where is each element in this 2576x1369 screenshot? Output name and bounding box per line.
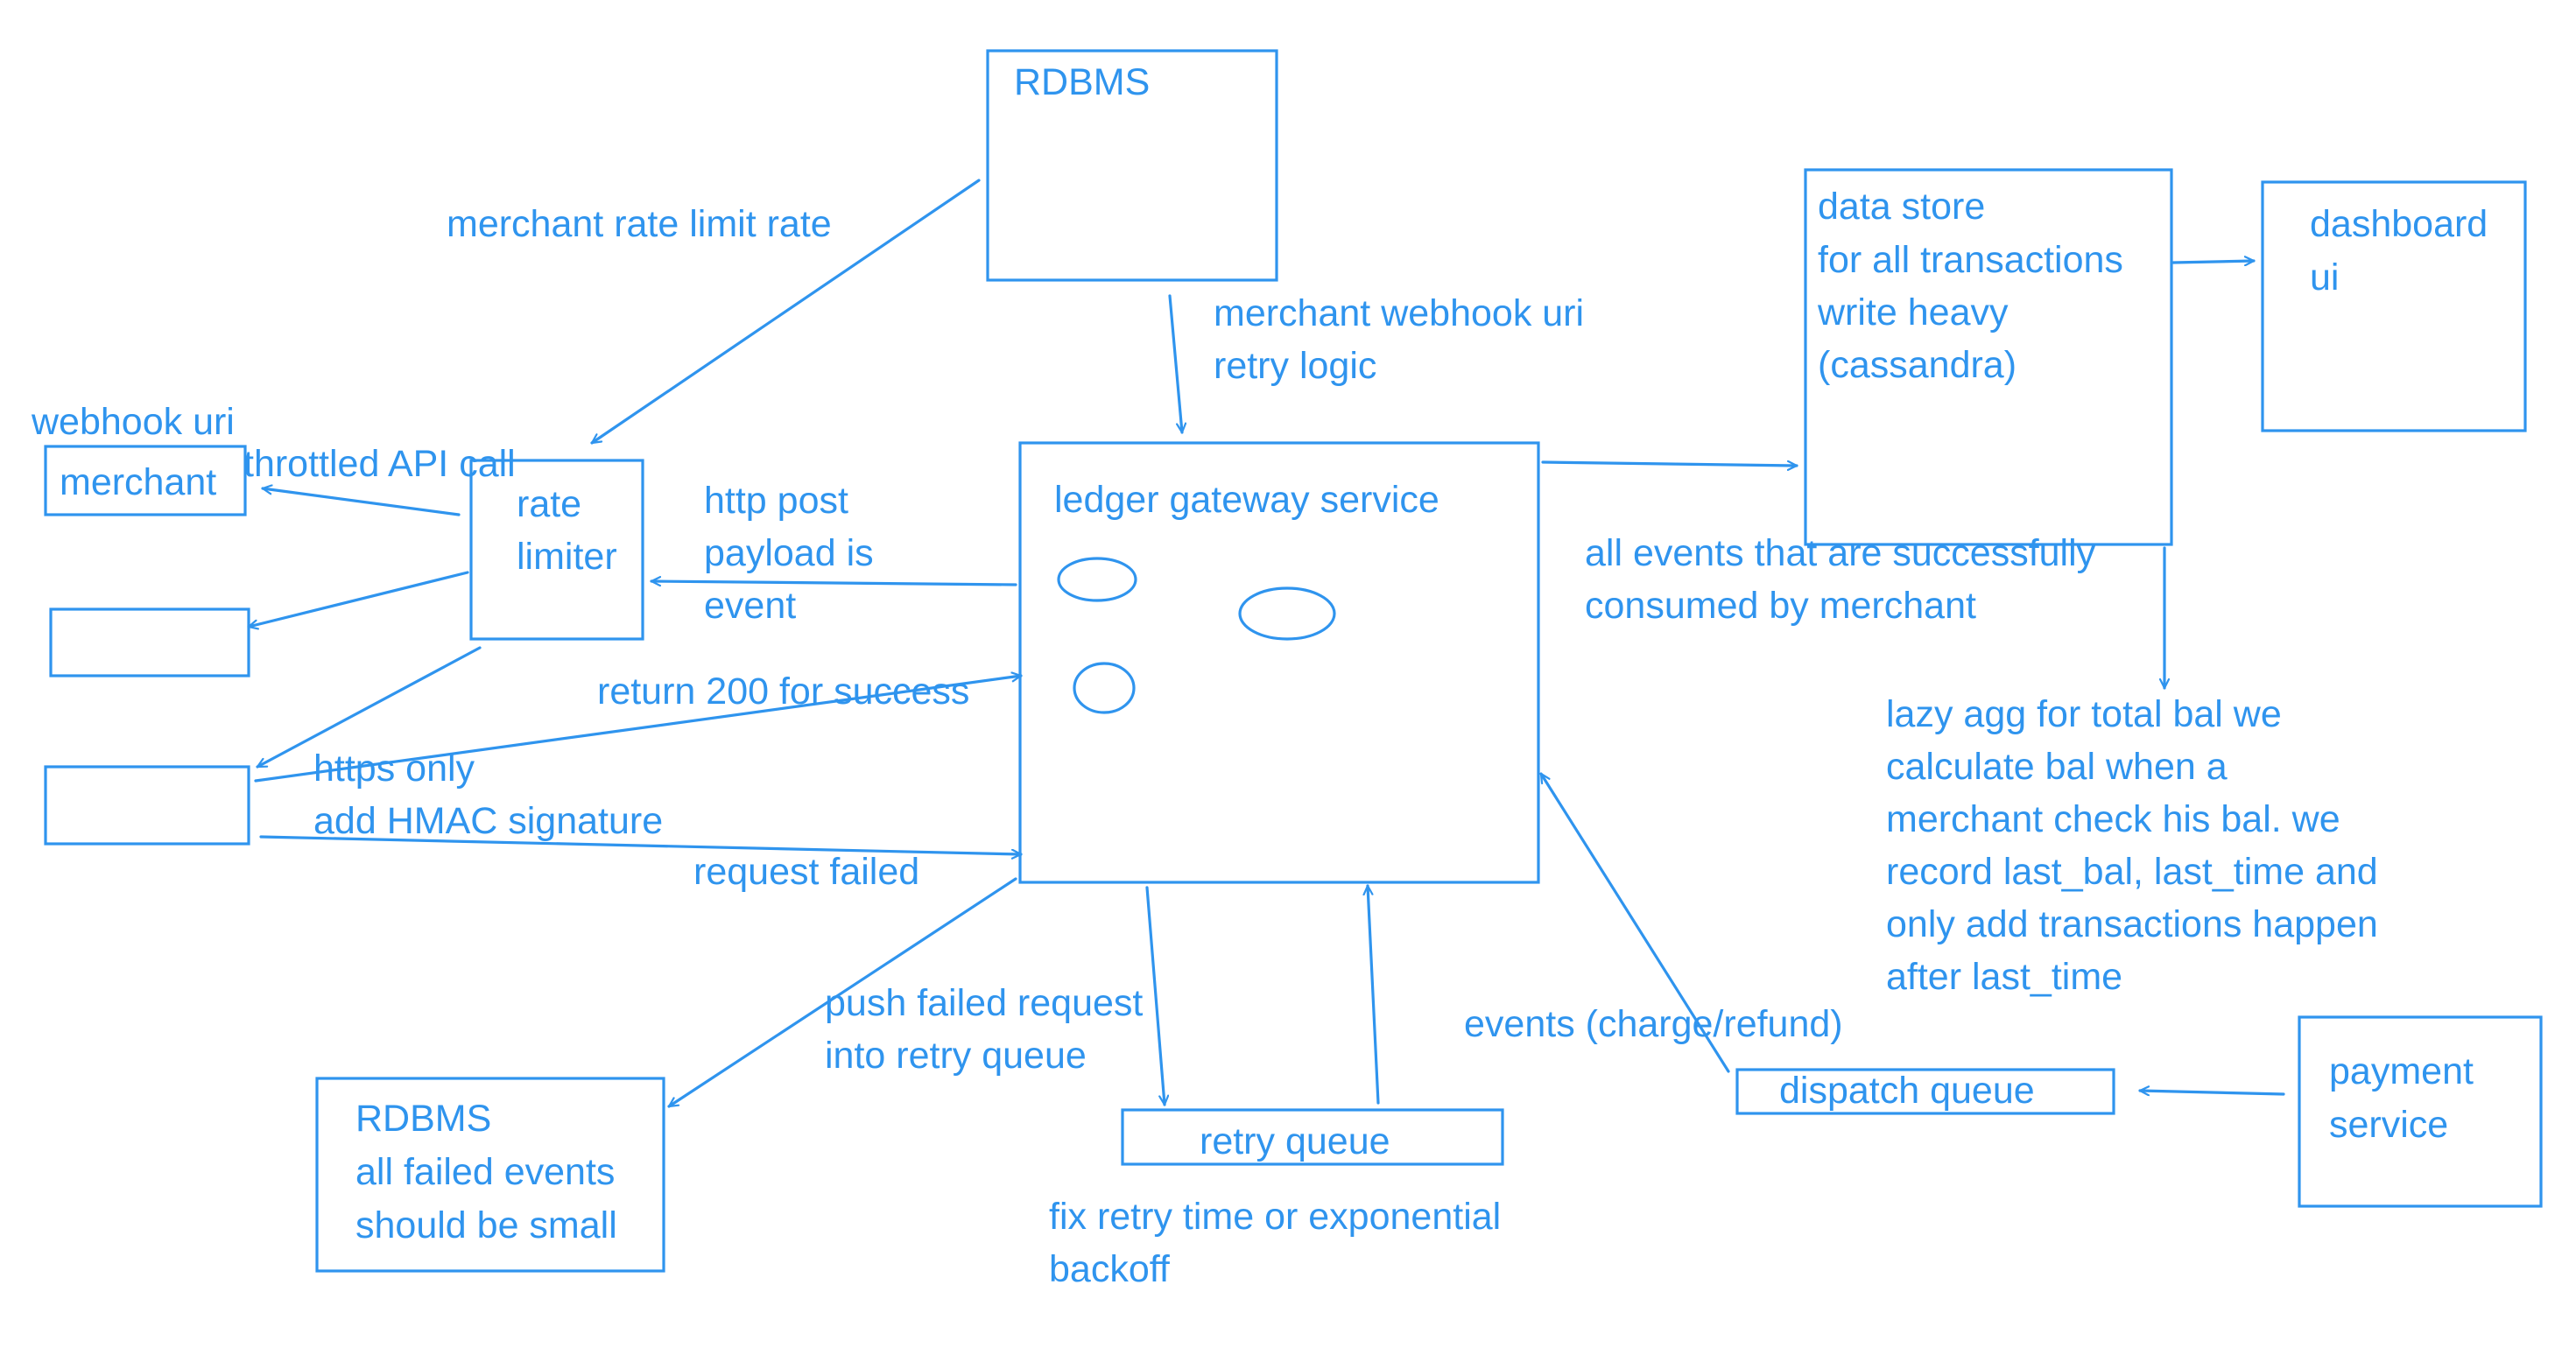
merchant-box-3 bbox=[44, 765, 250, 846]
arrow-merchant-return-200 bbox=[254, 676, 1023, 783]
label-merchant-rate-limit: merchant rate limit rate bbox=[447, 203, 832, 245]
rdbms-failed-events-box: RDBMS all failed events should be small bbox=[315, 1077, 665, 1273]
rate-limiter-box: rate limiter bbox=[469, 459, 644, 641]
arrow-rate-limiter-to-merchant-3 bbox=[256, 646, 482, 769]
label-webhook-uri: webhook uri bbox=[31, 401, 235, 443]
label-http-post-payload: http post payload is event bbox=[704, 480, 884, 627]
payment-service-label: payment service bbox=[2329, 1050, 2484, 1146]
label-merchant-webhook-retry: merchant webhook uri retry logic bbox=[1214, 292, 1594, 387]
rdbms-config-label: RDBMS bbox=[1014, 61, 1150, 103]
arrow-rdbms-to-rate-limiter bbox=[590, 179, 981, 445]
label-events-charge-refund: events (charge/refund) bbox=[1464, 1003, 1843, 1045]
label-lazy-aggregation: lazy agg for total bal we calculate bal … bbox=[1886, 693, 2389, 998]
payment-service-box: payment service bbox=[2298, 1015, 2543, 1208]
label-fix-retry-backoff: fix retry time or exponential backoff bbox=[1049, 1196, 1511, 1290]
dispatch-queue-label: dispatch queue bbox=[1779, 1070, 2035, 1112]
arrow-gateway-to-rdbms-failed bbox=[667, 877, 1017, 1108]
arrow-gateway-to-retry-queue bbox=[1145, 886, 1165, 1106]
rdbms-failed-events-label: RDBMS all failed events should be small bbox=[355, 1098, 625, 1246]
merchant-label: merchant bbox=[60, 461, 216, 503]
rdbms-config-box: RDBMS bbox=[986, 49, 1278, 282]
rate-limiter-label: rate limiter bbox=[517, 483, 617, 578]
data-store-label: data store for all transactions write he… bbox=[1817, 186, 2134, 386]
arrow-rate-limiter-to-merchant bbox=[261, 488, 461, 516]
arrow-data-store-to-dashboard bbox=[2171, 261, 2256, 263]
worker-ellipse-3 bbox=[1073, 662, 1136, 714]
arrow-gateway-to-rate-limiter bbox=[650, 581, 1017, 585]
dashboard-ui-label: dashboard ui bbox=[2310, 203, 2498, 298]
arrow-rate-limiter-to-merchant-2 bbox=[247, 571, 469, 627]
label-return-200: return 200 for success bbox=[597, 670, 969, 713]
ledger-gateway-service-box: ledger gateway service bbox=[1018, 441, 1540, 884]
label-all-events-consumed: all events that are successfully consume… bbox=[1585, 532, 2106, 627]
arrow-rdbms-to-gateway bbox=[1168, 294, 1182, 434]
arrow-payment-to-dispatch-queue bbox=[2138, 1091, 2285, 1094]
dashboard-ui-box: dashboard ui bbox=[2261, 180, 2527, 432]
dispatch-queue-box: dispatch queue bbox=[1735, 1068, 2115, 1115]
arrow-retry-queue-to-gateway bbox=[1368, 884, 1380, 1105]
arrow-merchant-request-failed bbox=[259, 835, 1023, 854]
merchant-box-2 bbox=[49, 607, 250, 677]
retry-queue-box: retry queue bbox=[1121, 1108, 1504, 1166]
retry-queue-label: retry queue bbox=[1200, 1120, 1390, 1162]
label-push-failed-request: push failed request into retry queue bbox=[825, 982, 1153, 1077]
label-throttled-api-call: throttled API call bbox=[243, 443, 516, 485]
worker-ellipse-2 bbox=[1238, 586, 1336, 641]
merchant-box: merchant bbox=[44, 445, 247, 516]
worker-ellipse-1 bbox=[1057, 557, 1137, 602]
data-store-box: data store for all transactions write he… bbox=[1804, 168, 2173, 546]
label-https-hmac: https only add HMAC signature bbox=[313, 748, 663, 842]
arrow-dispatch-queue-to-gateway bbox=[1539, 772, 1730, 1073]
label-request-failed: request failed bbox=[693, 851, 919, 893]
ledger-gateway-service-label: ledger gateway service bbox=[1054, 479, 1439, 521]
arrow-gateway-to-data-store bbox=[1541, 462, 1798, 466]
